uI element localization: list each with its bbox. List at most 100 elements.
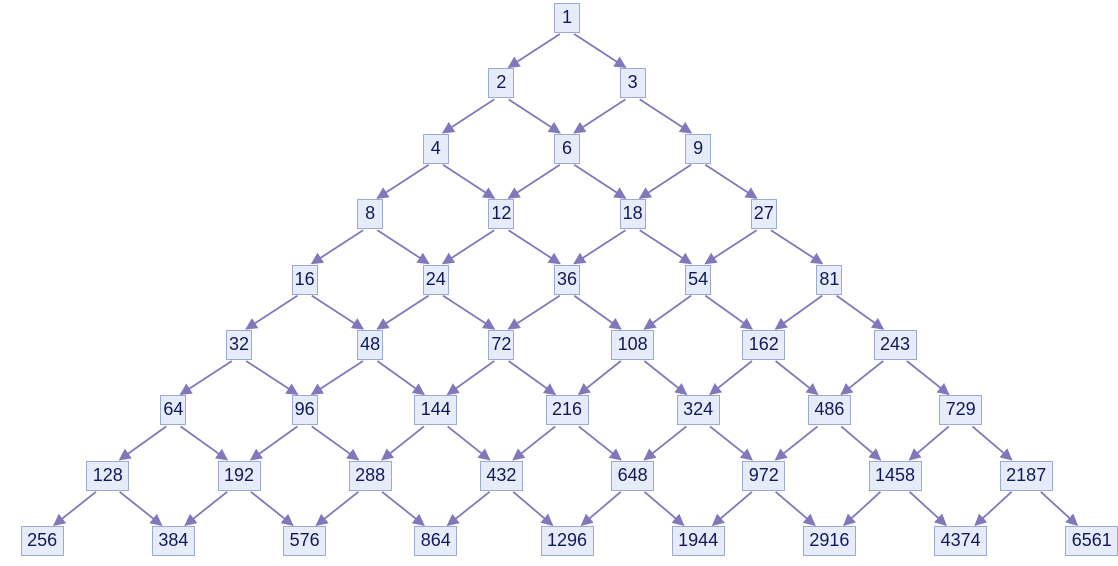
edge-16-to-32 [245,294,298,330]
edge-324-to-972 [709,425,753,461]
lattice-node-1: 1 [554,3,580,33]
edge-216-to-648 [578,425,622,461]
lattice-node-486: 486 [807,395,851,426]
edge-48-to-144 [376,360,425,396]
edge-12-to-24 [441,229,495,265]
edge-729-to-2187 [971,425,1013,461]
edge-288-to-864 [381,491,425,526]
edge-12-to-36 [508,229,561,265]
edge-2187-to-4374 [974,491,1013,527]
lattice-node-18: 18 [619,199,646,230]
lattice-node-648: 648 [611,460,655,491]
edge-27-to-54 [704,229,758,265]
lattice-node-4374: 4374 [934,526,988,557]
edge-144-to-432 [447,425,491,461]
edge-96-to-192 [249,425,298,461]
edge-243-to-729 [906,360,950,396]
lattice-node-12: 12 [488,199,515,230]
edge-64-to-192 [180,425,229,461]
edge-432-to-1296 [512,491,554,526]
edge-54-to-162 [704,294,753,330]
edge-1458-to-2916 [843,491,882,527]
edge-8-to-24 [376,229,430,265]
lattice-node-729: 729 [939,395,983,426]
lattice-node-4: 4 [422,133,449,164]
lattice-node-432: 432 [479,460,523,491]
edge-32-to-64 [179,360,233,396]
edge-128-to-384 [119,491,163,526]
edge-4-to-12 [442,164,496,199]
lattice-node-3: 3 [619,68,646,99]
lattice-node-1296: 1296 [540,526,594,557]
lattice-node-243: 243 [873,330,917,360]
lattice-node-6561: 6561 [1065,526,1118,557]
lattice-node-1944: 1944 [671,526,725,557]
lattice-node-972: 972 [742,460,786,491]
edge-1-to-2 [507,33,561,69]
lattice-node-2187: 2187 [999,460,1053,491]
lattice-node-288: 288 [348,460,392,491]
lattice-node-162: 162 [742,330,786,360]
edge-2-to-4 [441,98,495,134]
lattice-node-24: 24 [422,264,449,295]
lattice-node-2916: 2916 [802,526,856,557]
lattice-node-16: 16 [291,264,318,295]
edge-72-to-144 [446,360,495,396]
edge-16-to-48 [311,294,365,330]
lattice-node-144: 144 [414,395,458,426]
edge-486-to-1458 [840,425,882,461]
edge-648-to-1296 [580,491,622,526]
edge-6-to-18 [573,164,627,199]
edge-162-to-324 [709,360,753,396]
edge-162-to-486 [775,360,819,396]
lattice-node-48: 48 [357,330,384,360]
lattice-node-384: 384 [151,526,195,557]
edge-3-to-6 [573,98,626,134]
edge-144-to-288 [381,425,425,461]
edge-24-to-72 [442,294,496,330]
edge-48-to-96 [310,360,364,396]
edge-1-to-3 [573,33,627,69]
edge-3-to-9 [639,98,693,134]
lattice-node-324: 324 [676,395,720,426]
lattice-node-216: 216 [545,395,589,426]
lattice-node-64: 64 [160,395,187,426]
lattice-node-32: 32 [226,330,252,360]
edge-24-to-48 [376,294,430,330]
edge-36-to-108 [573,294,622,330]
lattice-node-27: 27 [750,199,777,230]
edge-432-to-864 [446,491,491,526]
edge-192-to-384 [184,491,228,526]
edge-27-to-81 [770,229,824,265]
lattice-node-54: 54 [685,264,712,295]
edge-192-to-576 [250,491,294,526]
lattice-node-128: 128 [86,460,130,491]
edge-108-to-216 [577,360,622,396]
edge-972-to-2916 [775,491,816,526]
edge-81-to-162 [774,294,823,330]
edge-6-to-12 [507,164,561,199]
lattice-node-576: 576 [283,526,327,557]
edge-486-to-972 [774,425,819,461]
lattice-node-8: 8 [357,199,384,230]
edge-54-to-108 [643,294,692,330]
edge-288-to-576 [315,491,359,526]
edge-8-to-16 [310,229,364,265]
edge-18-to-54 [639,229,693,265]
edge-2187-to-6561 [1040,491,1079,527]
lattice-node-72: 72 [488,330,515,360]
lattice-node-1458: 1458 [868,460,922,491]
edge-72-to-216 [508,360,557,396]
lattice-node-36: 36 [554,264,580,295]
edge-128-to-256 [53,491,97,526]
edge-18-to-36 [573,229,626,265]
lattice-node-9: 9 [685,133,712,164]
edge-1458-to-4374 [908,491,947,527]
lattice-node-192: 192 [217,460,261,491]
lattice-node-108: 108 [611,330,655,360]
edge-81-to-243 [836,294,885,330]
edge-972-to-1944 [711,491,753,526]
edge-243-to-486 [840,360,884,396]
